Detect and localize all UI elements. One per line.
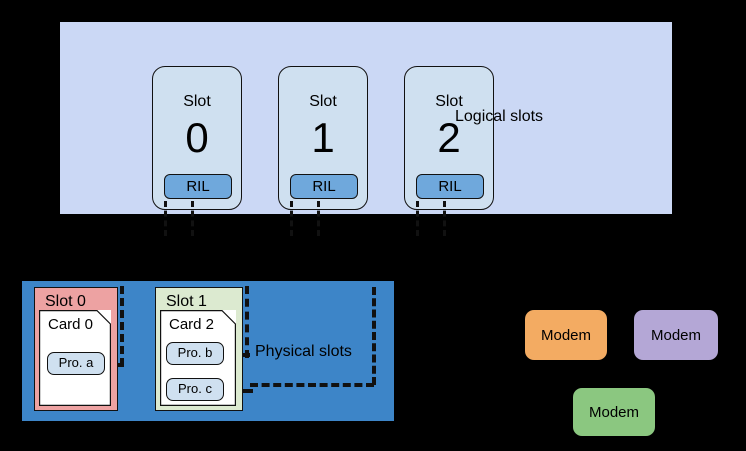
logical-slot-0-number: 0 — [185, 114, 209, 161]
empty-slot-right-edge — [372, 287, 376, 385]
physical-slot-1-title: Slot 1 — [166, 293, 207, 310]
physical-slots-label: Physical slots — [255, 343, 352, 360]
logical-slot-0-word: Slot — [183, 93, 211, 110]
connector-slot1-left — [290, 201, 293, 236]
empty-slot-bottom-edge — [250, 383, 374, 387]
connector-slot0-left — [164, 201, 167, 236]
modem-green-label: Modem — [588, 403, 640, 421]
sim-card-2-title: Card 2 — [169, 316, 215, 333]
logical-slot-2-ril-chip[interactable]: RIL — [416, 174, 484, 199]
logical-slot-1[interactable]: Slot 1 RIL — [278, 66, 368, 210]
slot0-card-boundary — [120, 286, 124, 366]
modem-orange-label: Modem — [540, 326, 592, 344]
connector-slot1-right — [317, 201, 320, 236]
profile-chip-pro-a[interactable]: Pro. a — [47, 352, 105, 375]
physical-slot-0-title: Slot 0 — [45, 293, 86, 310]
modem-orange[interactable]: Modem — [525, 310, 607, 360]
profile-chip-pro-b[interactable]: Pro. b — [166, 342, 224, 365]
logical-slots-label: Logical slots — [455, 108, 544, 125]
connector-slot0-right — [191, 201, 194, 236]
sim-card-0-title: Card 0 — [48, 316, 94, 333]
logical-slot-2[interactable]: Slot 2 RIL — [404, 66, 494, 210]
logical-slot-2-number: 2 — [437, 114, 461, 161]
modem-purple-label: Modem — [650, 326, 702, 344]
logical-slot-1-word: Slot — [309, 93, 337, 110]
modem-purple[interactable]: Modem — [634, 310, 718, 360]
logical-slot-2-word: Slot — [435, 93, 463, 110]
slot1-card-boundary — [245, 286, 249, 358]
logical-slot-0-ril-chip[interactable]: RIL — [164, 174, 232, 199]
logical-slot-1-ril-chip[interactable]: RIL — [290, 174, 358, 199]
modem-green[interactable]: Modem — [573, 388, 655, 436]
connector-slot2-left — [416, 201, 419, 236]
logical-slot-1-number: 1 — [311, 114, 335, 161]
logical-slots-panel: Slot 0 RIL Slot 1 RIL Slot 2 RIL — [60, 22, 672, 236]
profile-chip-pro-c[interactable]: Pro. c — [166, 378, 224, 401]
connector-slot2-right — [443, 201, 446, 236]
logical-slot-0[interactable]: Slot 0 RIL — [152, 66, 242, 210]
